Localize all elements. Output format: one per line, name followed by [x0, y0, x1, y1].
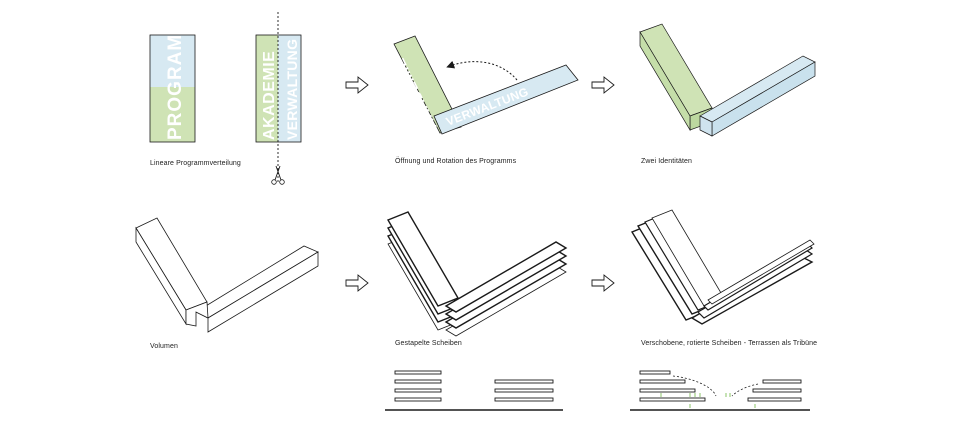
panel-volume	[135, 217, 319, 333]
rotation-arrow	[446, 60, 518, 81]
caption-shifted-slices: Verschobene, rotierte Scheiben - Terrass…	[641, 340, 818, 347]
akademie-strip	[256, 35, 278, 142]
green-volume	[639, 23, 713, 132]
arrow-right-1	[345, 76, 369, 94]
panel-rotation: AKADEMIE VERWALTUNG	[391, 35, 579, 135]
programm-strip: PROGRAMM	[149, 17, 196, 143]
arrow-right-2	[591, 76, 615, 94]
slice-1	[386, 211, 568, 313]
verwaltung-rotated-label: VERWALTUNG	[444, 84, 530, 128]
panel-stacked-slices	[386, 211, 568, 337]
akademie-strip-label: AKADEMIE	[261, 51, 278, 140]
arrow-right-3	[345, 274, 369, 292]
panel-linear-distribution: PROGRAMM AKADEMIE VERWALTUNG	[149, 12, 302, 185]
caption-linear-distribution: Lineare Programmverteilung	[150, 160, 241, 167]
programm-strip-label: PROGRAMM	[165, 17, 186, 140]
blue-volume	[699, 55, 816, 137]
shift-arrow-left	[672, 375, 717, 397]
panel-shifted-slices	[630, 209, 815, 325]
arrow-right-4	[591, 274, 615, 292]
scissors-icon	[271, 165, 285, 185]
caption-rotation: Öffnung und Rotation des Programms	[395, 158, 517, 165]
akademie-verwaltung-strip: AKADEMIE VERWALTUNG	[255, 12, 302, 182]
verwaltung-strip-label: VERWALTUNG	[284, 39, 300, 140]
caption-stacked-slices: Gestapelte Scheiben	[395, 340, 462, 347]
verwaltung-rotated-strip: VERWALTUNG	[433, 64, 579, 135]
caption-volume: Volumen	[150, 343, 178, 350]
section-stacked	[385, 370, 563, 411]
verwaltung-strip	[278, 35, 301, 142]
programm-strip-outline	[149, 34, 196, 143]
programm-strip-blue	[150, 35, 195, 87]
person-markers	[660, 393, 756, 408]
panel-two-identities	[639, 23, 816, 137]
right-strip-outline	[255, 34, 302, 143]
caption-two-identities: Zwei Identitäten	[641, 158, 693, 165]
programm-strip-green	[150, 87, 195, 142]
section-shifted	[630, 370, 810, 411]
